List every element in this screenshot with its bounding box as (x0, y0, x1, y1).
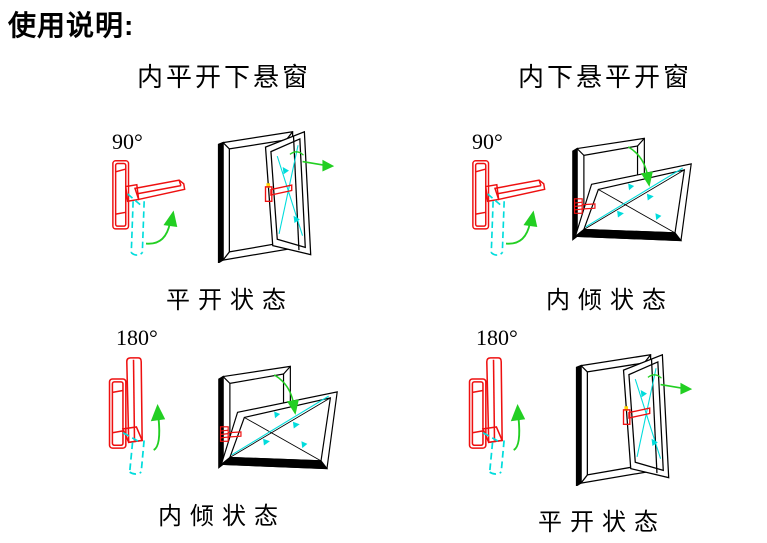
angle-label: 90° (472, 129, 503, 154)
window-tilted-illustration (212, 360, 344, 480)
page-title: 使用说明: (8, 10, 135, 41)
angle-label: 180° (116, 325, 158, 350)
state-caption: 内倾状态 (546, 288, 674, 314)
column-header-turn-tilt: 内下悬平开窗 (517, 63, 692, 92)
window-swing-open-illustration (572, 350, 694, 486)
handle-90-illustration (100, 157, 192, 263)
window-swing-open-illustration (214, 127, 336, 263)
handle-180-illustration (458, 352, 554, 477)
state-caption: 平开状态 (166, 288, 294, 314)
angle-label: 90° (112, 129, 143, 154)
column-header-tilt-turn: 内平开下悬窗 (136, 63, 311, 92)
window-tilted-illustration (566, 132, 698, 252)
state-caption: 内倾状态 (158, 504, 286, 530)
handle-90-illustration (460, 157, 552, 263)
handle-180-illustration (98, 352, 194, 477)
angle-label: 180° (476, 325, 518, 350)
state-caption: 平开状态 (538, 510, 666, 536)
